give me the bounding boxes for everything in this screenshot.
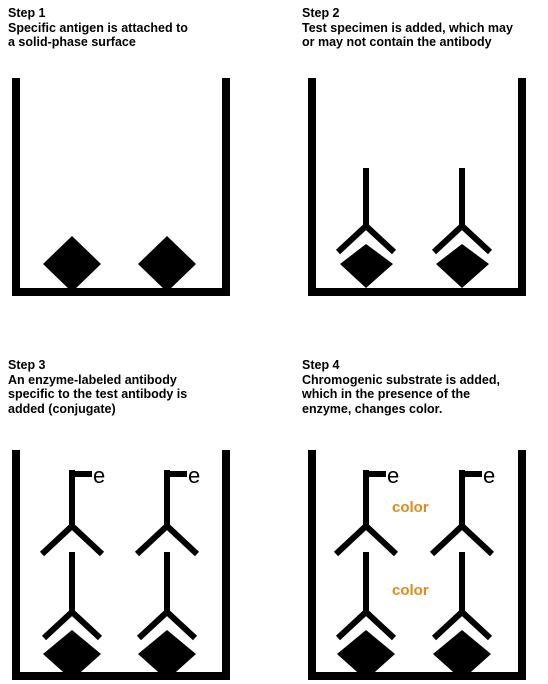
step-4-text-line-1: Chromogenic substrate is added, <box>302 372 500 387</box>
step-2-text-line-1: Test specimen is added, which may <box>302 20 513 35</box>
test-antibody <box>136 552 198 641</box>
step-1-caption: Step 1 Specific antigen is attached to a… <box>8 6 188 50</box>
step-3-title: Step 3 <box>8 358 46 372</box>
test-antibody <box>335 552 397 641</box>
step-2-text-line-2: or may not contain the antibody <box>302 35 492 49</box>
color-label: color <box>392 582 429 599</box>
step-2-title: Step 2 <box>302 6 340 20</box>
step-3-illustration: e e <box>12 450 230 680</box>
test-antibody <box>431 552 493 641</box>
step-3-text-line-3: added (conjugate) <box>8 401 116 416</box>
step-4-illustration: e e color color <box>308 450 526 680</box>
step-1-text-line-1: Specific antigen is attached to <box>8 20 188 35</box>
step-2-illustration <box>308 78 526 296</box>
well-container <box>12 78 230 296</box>
antigen <box>43 630 101 680</box>
step-3-panel: Step 3 An enzyme-labeled antibody specif… <box>0 342 274 684</box>
enzyme-labeled-antibody <box>429 470 495 557</box>
step-4-text-line-2: which in the presence of the <box>302 387 471 401</box>
step-4-text-line-3: enzyme, changes color. <box>302 401 443 416</box>
step-1-panel: Step 1 Specific antigen is attached to a… <box>0 0 274 342</box>
step-2-panel: Step 2 Test specimen is added, which may… <box>274 0 548 342</box>
well-container <box>308 450 526 680</box>
enzyme-labeled-antibody <box>39 470 105 557</box>
test-antibody <box>431 168 493 255</box>
color-label: color <box>392 499 429 516</box>
antigen <box>138 630 196 680</box>
step-3-text-line-2: specific to the test antibody is <box>8 387 188 401</box>
enzyme-labeled-antibody <box>134 470 200 557</box>
enzyme-label: e <box>387 463 399 488</box>
antigen <box>436 244 489 288</box>
test-antibody <box>41 552 103 641</box>
antigen <box>433 630 491 680</box>
step-3-caption: Step 3 An enzyme-labeled antibody specif… <box>8 358 187 416</box>
enzyme-label: e <box>483 463 495 488</box>
test-antibody <box>335 168 397 255</box>
step-4-panel: Step 4 Chromogenic substrate is added, w… <box>274 342 548 684</box>
well-container <box>12 450 230 680</box>
step-1-title: Step 1 <box>8 6 46 20</box>
enzyme-label: e <box>93 463 105 488</box>
antigen <box>138 236 196 292</box>
step-3-text-line-1: An enzyme-labeled antibody <box>8 372 177 387</box>
enzyme-labeled-antibody <box>333 470 399 557</box>
antigen <box>340 244 393 288</box>
step-4-title: Step 4 <box>302 358 340 372</box>
step-2-caption: Step 2 Test specimen is added, which may… <box>302 6 513 50</box>
antigen <box>337 630 395 680</box>
enzyme-label: e <box>188 463 200 488</box>
step-1-illustration <box>12 78 230 296</box>
well-container <box>308 78 526 296</box>
step-4-caption: Step 4 Chromogenic substrate is added, w… <box>302 358 500 416</box>
step-1-text-line-2: a solid-phase surface <box>8 35 136 49</box>
antigen <box>43 236 101 292</box>
